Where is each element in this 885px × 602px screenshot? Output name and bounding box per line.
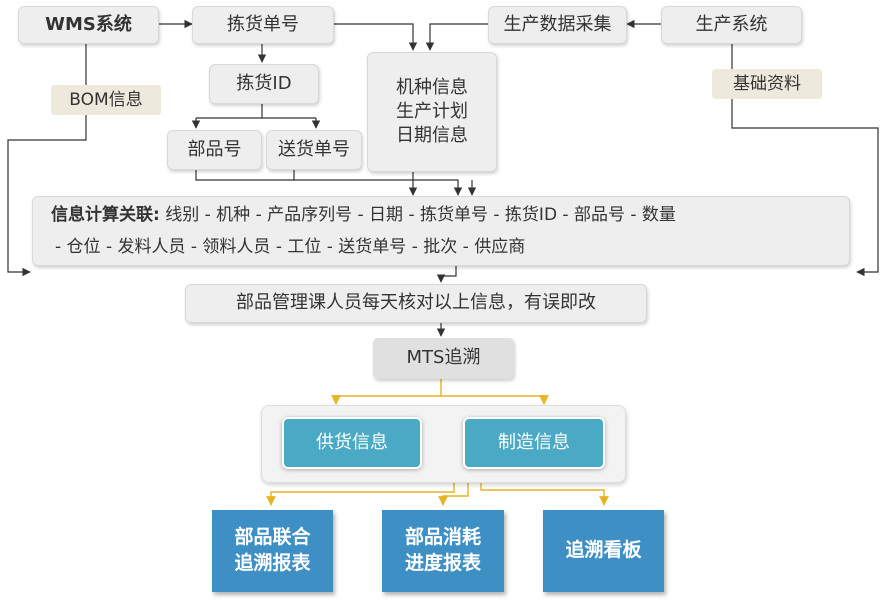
wire-prod-right (731, 43, 879, 277)
bom-info-tag: BOM信息 (51, 85, 161, 115)
joint-trace-report-line-1: 部品联合 (234, 526, 311, 549)
joint-trace-report: 部品联合 追溯报表 (212, 510, 333, 592)
wire-panel-progress (438, 482, 469, 506)
trace-board-label: 追溯看板 (565, 539, 642, 562)
correlation-line-1: 信息计算关联: 线别 - 机种 - 产品序列号 - 日期 - 拣货单号 - 拣货… (51, 199, 676, 231)
correlation-line-2: - 仓位 - 发料人员 - 领料人员 - 工位 - 送货单号 - 批次 - 供应… (51, 231, 676, 263)
wire-id-split (196, 103, 316, 119)
wire-picking-machine (334, 23, 418, 51)
production-system-node: 生产系统 (661, 6, 802, 44)
wire-corr-check (436, 266, 457, 283)
info-correlation-node: 信息计算关联: 线别 - 机种 - 产品序列号 - 日期 - 拣货单号 - 拣货… (32, 196, 850, 266)
joint-trace-report-line-2: 追溯报表 (234, 552, 311, 574)
base-data-label: 基础资料 (733, 73, 801, 94)
picking-id-label: 拣货ID (236, 72, 292, 94)
daily-check-node: 部品管理课人员每天核对以上信息，有误即改 (185, 284, 647, 323)
manufacturing-info-node: 制造信息 (463, 417, 605, 469)
part-number-node: 部品号 (167, 130, 262, 170)
picking-id-node: 拣货ID (209, 64, 319, 104)
base-data-tag: 基础资料 (712, 69, 822, 99)
wire-collect-machine (425, 23, 488, 51)
machine-plan-date-node: 机种信息 生产计划 日期信息 (367, 52, 497, 172)
mts-trace-label: MTS追溯 (406, 347, 481, 369)
wms-system-node: WMS系统 (18, 6, 159, 44)
correlation-fields-1: 线别 - 机种 - 产品序列号 - 日期 - 拣货单号 - 拣货ID - 部品号… (165, 205, 676, 225)
wire-panel-board (480, 482, 609, 506)
daily-check-label: 部品管理课人员每天核对以上信息，有误即改 (236, 292, 596, 314)
delivery-number-node: 送货单号 (266, 130, 362, 170)
picking-number-node: 拣货单号 (192, 6, 334, 44)
date-info-label: 日期信息 (396, 125, 468, 147)
production-system-label: 生产系统 (695, 13, 768, 35)
wms-label: WMS系统 (45, 13, 132, 35)
manufacturing-info-label: 制造信息 (498, 431, 570, 453)
consumption-progress-report-line-1: 部品消耗 (404, 526, 481, 549)
trace-board: 追溯看板 (543, 510, 664, 592)
mts-trace-node: MTS追溯 (373, 338, 514, 379)
wire-panel-reports (266, 482, 455, 506)
correlation-text: 信息计算关联: 线别 - 机种 - 产品序列号 - 日期 - 拣货单号 - 拣货… (51, 199, 676, 263)
wire-mts-panel (336, 379, 544, 397)
production-data-collection-node: 生产数据采集 (488, 6, 627, 44)
consumption-progress-report: 部品消耗 进度报表 (382, 510, 504, 592)
machine-info-label: 机种信息 (396, 76, 468, 98)
supply-info-node: 供货信息 (282, 417, 422, 469)
wire-part-corr (195, 170, 463, 196)
delivery-number-label: 送货单号 (278, 138, 350, 160)
picking-number-label: 拣货单号 (227, 13, 299, 35)
production-data-collection-label: 生产数据采集 (503, 13, 612, 35)
bom-info-label: BOM信息 (69, 89, 143, 110)
correlation-fields-2: - 仓位 - 发料人员 - 领料人员 - 工位 - 送货单号 - 批次 - 供应… (55, 237, 526, 257)
production-plan-label: 生产计划 (396, 100, 468, 122)
consumption-progress-report-line-2: 进度报表 (404, 552, 481, 574)
correlation-title: 信息计算关联: (51, 205, 160, 225)
part-number-label: 部品号 (187, 138, 242, 160)
supply-info-label: 供货信息 (316, 431, 388, 453)
